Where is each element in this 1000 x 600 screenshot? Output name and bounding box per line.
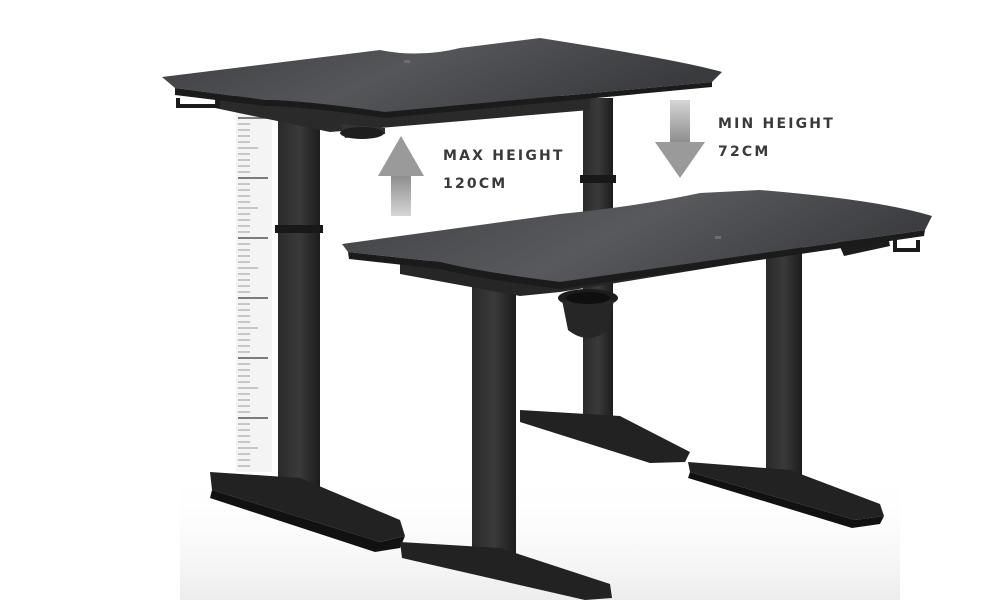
back-desk-left-leg: [278, 118, 320, 498]
front-desk-hook: [893, 238, 920, 252]
back-desk-left-foot: [210, 472, 405, 542]
back-desk-right-foot: [520, 410, 690, 463]
min-height-title: MIN HEIGHT: [718, 116, 835, 132]
front-desk-right-leg: [766, 244, 802, 476]
max-height-value: 120CM: [443, 176, 508, 192]
cup-holder: [558, 289, 618, 338]
front-desk-top: [342, 190, 932, 282]
min-height-value: 72CM: [718, 144, 771, 160]
desk-max-height: [162, 38, 722, 552]
front-desk-left-foot: [400, 542, 612, 600]
min-height-label: MIN HEIGHT 72CM: [718, 110, 835, 166]
back-desk-top: [162, 38, 722, 112]
front-desk-left-leg: [472, 286, 516, 566]
max-height-label: MAX HEIGHT 120CM: [443, 142, 565, 198]
max-height-title: MAX HEIGHT: [443, 148, 565, 164]
max-height-arrow: [378, 136, 424, 216]
back-desk-hook: [176, 98, 220, 108]
back-desk-cable-tray: [340, 127, 384, 139]
height-ruler: [236, 112, 272, 472]
front-desk-right-foot: [688, 462, 884, 520]
min-height-arrow: [655, 100, 705, 178]
desk-min-height: [342, 190, 932, 600]
